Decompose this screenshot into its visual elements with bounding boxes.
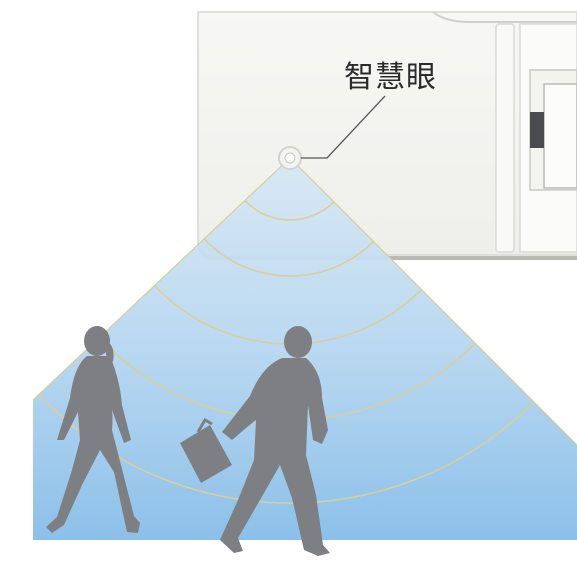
unit-side-panel [495,23,515,253]
briefcase-icon [180,417,232,483]
air-vent [529,69,577,191]
walking-woman-icon [46,326,140,533]
sensor-eye-icon [278,146,302,170]
walking-man-icon [180,326,330,556]
vent-shadow [530,112,544,148]
callout-leader-line [301,95,386,159]
sensor-callout-label: 智慧眼 [344,60,437,95]
